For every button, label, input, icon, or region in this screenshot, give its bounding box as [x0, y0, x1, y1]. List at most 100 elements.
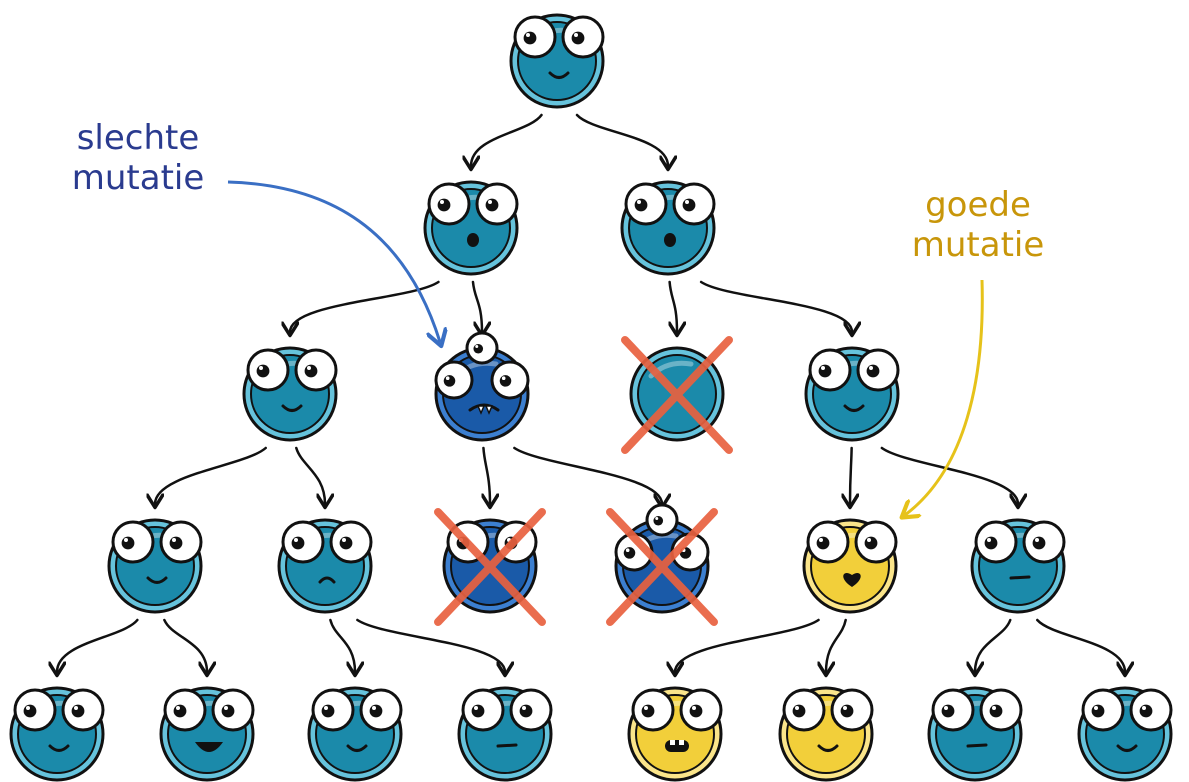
- pupil: [256, 364, 270, 378]
- lineage-arrow: [880, 446, 1018, 504]
- eye-highlight: [26, 706, 30, 710]
- creature-g2b: [434, 331, 530, 442]
- pupil: [169, 536, 183, 550]
- mouth-smile: [548, 71, 570, 79]
- eye-highlight: [574, 33, 578, 37]
- bad-mutation-label-line1: slechte: [76, 118, 200, 158]
- pupil: [989, 704, 1003, 718]
- pupil: [291, 536, 305, 550]
- creature-g4c: [307, 686, 403, 782]
- mouth-heart: [843, 573, 861, 587]
- eye-highlight: [307, 366, 311, 370]
- creature-g1a: [423, 180, 519, 276]
- creature-g2d: [804, 346, 900, 442]
- lineage-arrows: [57, 113, 1125, 672]
- lineage-arrow: [699, 280, 852, 332]
- pupil: [1032, 536, 1046, 550]
- eliminated-cross-icon: [606, 508, 718, 626]
- pupil: [173, 704, 187, 718]
- lineage-arrow: [471, 280, 482, 332]
- mouth-smile: [1116, 744, 1138, 752]
- eye-highlight: [501, 376, 506, 381]
- eliminated-cross-icon: [621, 336, 733, 454]
- lineage-arrow: [163, 618, 207, 672]
- bad-mutation-label-line2: mutatie: [71, 158, 205, 198]
- creature-g2c: [621, 336, 733, 454]
- pupil: [321, 704, 335, 718]
- creature-g4h: [1077, 686, 1173, 782]
- pupil: [866, 364, 880, 378]
- eye-highlight: [440, 200, 444, 204]
- pupil: [443, 375, 456, 387]
- eye-highlight: [644, 706, 648, 710]
- eye-highlight: [324, 706, 328, 710]
- pupil: [984, 536, 998, 550]
- eye-highlight: [843, 706, 847, 710]
- pupil: [471, 704, 485, 718]
- pupil: [339, 536, 353, 550]
- bad-mutation-pointer-arrow: [227, 180, 440, 342]
- eye-highlight: [867, 538, 871, 542]
- good-mutation-label-line1: goede: [925, 185, 1031, 225]
- pupil: [473, 343, 484, 354]
- mouth-smile: [146, 576, 168, 584]
- mutation-pointers: [227, 180, 984, 515]
- pupil: [121, 536, 135, 550]
- lineage-arrow: [675, 618, 820, 672]
- mouth-flat: [966, 743, 988, 748]
- mouth-smile: [346, 744, 368, 752]
- pupil: [523, 31, 537, 45]
- eye-highlight: [987, 538, 991, 542]
- pupil: [499, 375, 512, 387]
- pupil: [369, 704, 383, 718]
- creature-g4b: [159, 686, 255, 782]
- mouth-open: [195, 742, 223, 752]
- pupil: [519, 704, 533, 718]
- creature-g2a: [242, 346, 338, 442]
- mouth-fangs: [468, 403, 500, 412]
- pupil: [641, 704, 655, 718]
- creature-g3f: [970, 518, 1066, 614]
- eye-highlight: [372, 706, 376, 710]
- eye-highlight: [522, 706, 526, 710]
- good-mutation-pointer-arrow: [905, 279, 984, 515]
- eye-highlight: [1094, 706, 1098, 710]
- eye-highlight: [655, 517, 659, 520]
- pupil: [437, 198, 451, 212]
- eye-highlight: [475, 345, 479, 348]
- lineage-arrow: [670, 280, 677, 332]
- pupil: [689, 704, 703, 718]
- eliminated-cross-icon: [434, 508, 546, 626]
- fang: [476, 405, 486, 415]
- eye-highlight: [1035, 538, 1039, 542]
- pupil: [623, 547, 636, 559]
- pupil: [71, 704, 85, 718]
- mouth-smile: [843, 404, 865, 412]
- eye-highlight: [176, 706, 180, 710]
- mouth-flat: [496, 743, 518, 748]
- creatures: [9, 13, 1173, 782]
- pupil: [1091, 704, 1105, 718]
- pupil: [634, 198, 648, 212]
- mouth-teeth: [665, 740, 689, 752]
- lineage-arrow: [850, 446, 852, 504]
- lineage-arrow: [826, 618, 847, 672]
- lineage-arrow: [1036, 618, 1125, 672]
- mouth-frown: [318, 576, 336, 584]
- tooth: [670, 740, 675, 745]
- eye-highlight: [224, 706, 228, 710]
- lineage-arrow: [975, 618, 1012, 672]
- eye-highlight: [124, 538, 128, 542]
- creature-g4f: [778, 686, 874, 782]
- eye-highlight: [474, 706, 478, 710]
- pupil: [682, 198, 696, 212]
- lineage-arrow: [471, 113, 543, 166]
- mouth-smile: [281, 404, 303, 412]
- pupil: [221, 704, 235, 718]
- eye-highlight: [342, 538, 346, 542]
- eye-highlight: [1142, 706, 1146, 710]
- pupil: [941, 704, 955, 718]
- mouth-smile: [48, 744, 70, 752]
